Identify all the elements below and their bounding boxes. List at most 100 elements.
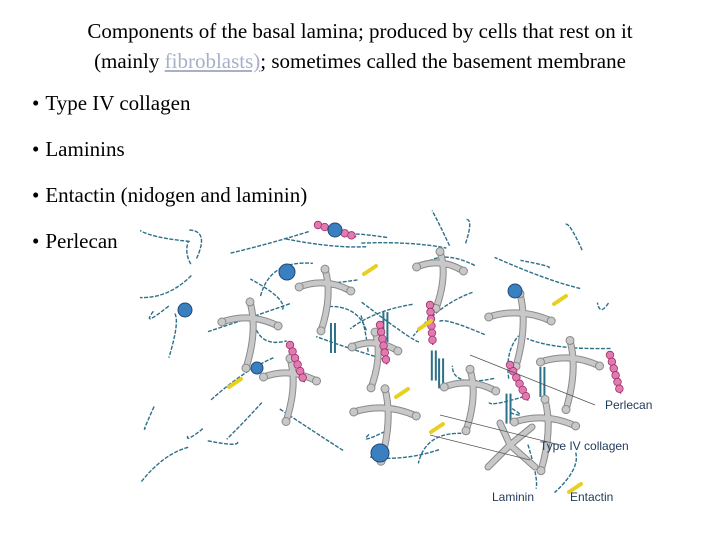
- laminin-globule: [541, 395, 549, 403]
- perlecan-bead: [348, 232, 356, 240]
- globular-domain: [328, 223, 342, 237]
- collagen-fiber: [250, 279, 283, 310]
- entactin-molecule: [396, 389, 408, 397]
- laminin-globule: [381, 385, 389, 393]
- heading-line-2-end: ; sometimes called the basement membrane: [260, 49, 626, 73]
- laminin-globule: [312, 377, 320, 385]
- entactin-label: Entactin: [570, 490, 613, 504]
- laminin-globule: [246, 298, 254, 306]
- laminin-globule: [562, 406, 570, 414]
- laminin-globule: [413, 263, 421, 271]
- laminin-globule: [350, 408, 358, 416]
- list-item-text: Entactin (nidogen and laminin): [45, 183, 307, 207]
- laminin-globule: [282, 417, 290, 425]
- laminin-globule: [218, 318, 226, 326]
- list-item: •Laminins: [32, 134, 307, 180]
- perlecan-bead: [379, 335, 387, 343]
- collagen-fiber: [144, 407, 154, 430]
- laminin-globule: [485, 313, 493, 321]
- bullet-marker: •: [32, 91, 39, 115]
- collagen-fiber: [495, 257, 581, 288]
- laminin-globule: [274, 322, 282, 330]
- collagen-fiber: [366, 432, 385, 439]
- collagen-fiber: [361, 243, 446, 248]
- entactin-molecule: [431, 424, 443, 432]
- collagen-fiber: [540, 367, 544, 397]
- perlecan-bead: [299, 374, 307, 382]
- globular-domain: [178, 303, 192, 317]
- perlecan-bead: [381, 349, 389, 357]
- slide-heading: Components of the basal lamina; produced…: [0, 16, 720, 76]
- collagen-fiber: [285, 239, 366, 247]
- fibroblasts-link[interactable]: fibroblasts): [165, 49, 261, 73]
- collagen-fiber: [230, 232, 309, 254]
- perlecan-bead: [616, 385, 624, 393]
- collagen-fiber: [331, 323, 335, 353]
- perlecan-bead: [429, 336, 437, 344]
- collagen-fiber: [361, 301, 419, 341]
- collagen-fiber: [597, 303, 608, 310]
- laminin-globule: [436, 248, 444, 256]
- heading-line-2: (mainly fibroblasts); sometimes called t…: [0, 46, 720, 76]
- perlecan-bead: [376, 321, 384, 329]
- laminin-globule: [412, 412, 420, 420]
- laminin-globule: [348, 343, 356, 351]
- collagen-fiber: [507, 394, 511, 424]
- collagen-fiber: [432, 350, 436, 380]
- collagen-fiber: [140, 276, 191, 298]
- laminin-globule: [260, 373, 268, 381]
- collagen-fiber: [189, 230, 201, 260]
- collagen-fiber: [187, 428, 203, 438]
- laminin-label: Laminin: [492, 490, 534, 504]
- collagen-label: Type IV collagen: [540, 439, 629, 453]
- laminin-globule: [566, 336, 574, 344]
- collagen-fiber: [169, 314, 177, 358]
- basal-lamina-illustration: Perlecan Type IV collagen Laminin Entact…: [140, 205, 660, 515]
- collagen-fiber: [432, 211, 449, 246]
- collagen-fiber: [140, 224, 190, 242]
- laminin-globule: [462, 427, 470, 435]
- list-item-text: Laminins: [45, 137, 124, 161]
- perlecan-bead: [382, 356, 390, 364]
- perlecan-bead: [380, 342, 388, 350]
- laminin-globule: [466, 365, 474, 373]
- entactin-molecule: [364, 266, 376, 274]
- collagen-fiber: [141, 447, 188, 482]
- collagen-fiber: [465, 219, 469, 243]
- collagen-fiber: [413, 292, 472, 336]
- perlecan-bead: [522, 392, 530, 400]
- laminin-globule: [596, 362, 604, 370]
- collagen-fiber: [520, 260, 549, 267]
- collagen-fiber: [187, 242, 191, 264]
- laminin-globule: [536, 358, 544, 366]
- perlecan-label: Perlecan: [605, 398, 652, 412]
- laminin-globule: [572, 422, 580, 430]
- list-item: •Type IV collagen: [32, 88, 307, 134]
- perlecan-bead: [427, 308, 435, 316]
- list-item-text: Perlecan: [45, 229, 117, 253]
- laminin-globule: [492, 387, 500, 395]
- perlecan-bead: [377, 328, 385, 336]
- laminin-globule: [367, 384, 375, 392]
- heading-line-2-start: (mainly: [94, 49, 165, 73]
- bullet-marker: •: [32, 229, 39, 253]
- laminin-globule: [547, 317, 555, 325]
- perlecan-bead: [426, 301, 434, 309]
- heading-line-1: Components of the basal lamina; produced…: [0, 16, 720, 46]
- bullet-marker: •: [32, 137, 39, 161]
- laminin-globule: [347, 287, 355, 295]
- globular-domain: [279, 264, 295, 280]
- collagen-fiber: [208, 441, 238, 445]
- collagen-fiber: [510, 408, 520, 415]
- collagen-fiber: [565, 224, 582, 250]
- laminin-globule: [394, 347, 402, 355]
- collagen-fiber: [439, 321, 486, 336]
- collagen-fiber: [555, 453, 577, 493]
- collagen-fiber: [227, 403, 262, 440]
- list-item-text: Type IV collagen: [45, 91, 190, 115]
- laminin-globule: [242, 364, 250, 372]
- globular-domain: [508, 284, 522, 298]
- globular-domain: [371, 444, 389, 462]
- laminin-globule: [317, 327, 325, 335]
- collagen-fiber: [149, 306, 168, 319]
